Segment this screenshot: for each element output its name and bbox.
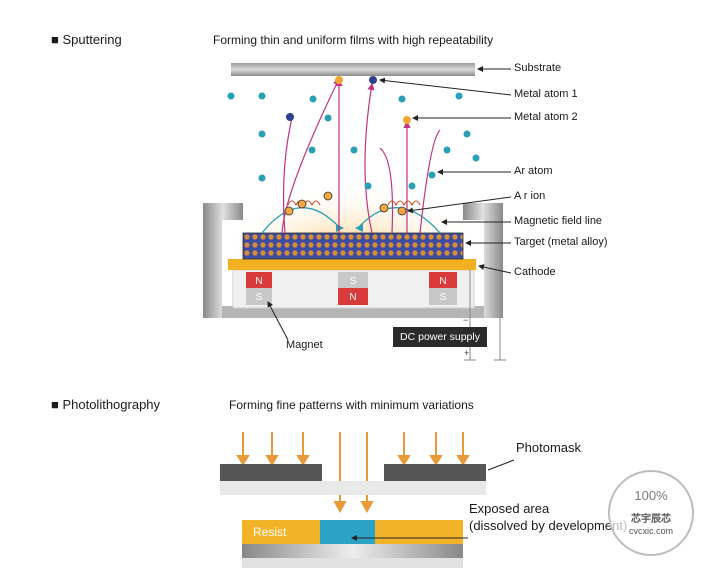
photolithography-heading: ■ Photolithography <box>51 397 161 412</box>
metal-atom-1-b <box>286 113 294 121</box>
magnet-right-bottom-pole: S <box>440 292 447 303</box>
polarity-plus: + <box>464 348 469 358</box>
cathode-plate <box>228 259 476 270</box>
label-magnetic-field-line: Magnetic field line <box>514 215 603 227</box>
watermark-chinese: 芯宇辰芯 <box>631 514 671 525</box>
ar-ions <box>284 191 407 216</box>
photomask-glass <box>220 481 486 495</box>
label-photomask: Photomask <box>516 440 582 455</box>
leader-lines <box>267 66 512 341</box>
sputtering-heading: ■ Sputtering <box>51 32 122 47</box>
magnet-right-top-pole: N <box>439 276 446 287</box>
label-metal-atom-1: Metal atom 1 <box>514 88 578 100</box>
watermark-percent: 100% <box>634 488 668 503</box>
photomask-left <box>220 464 322 481</box>
label-metal-atom-2: Metal atom 2 <box>514 111 578 123</box>
substrate-plate <box>231 63 475 76</box>
magnet-left-top-pole: N <box>255 276 262 287</box>
resist-right <box>375 520 463 544</box>
magnetic-field-line-right <box>357 207 441 234</box>
polarity-minus: − <box>463 315 468 325</box>
photomask-right <box>384 464 486 481</box>
magnet-center-top-pole: S <box>350 276 357 287</box>
wafer-layer <box>242 544 463 558</box>
magnet-left <box>246 272 272 305</box>
metal-atom-2 <box>335 76 343 84</box>
field-arrow-right <box>355 224 363 232</box>
atom-trajectories <box>281 77 441 234</box>
label-ar-ion: A r ion <box>514 190 546 202</box>
label-exposed-area: Exposed area <box>469 501 550 516</box>
watermark-url: cvcxic.com <box>628 526 673 536</box>
magnet-right <box>429 272 457 305</box>
dc-power-supply: DC power supply <box>393 327 487 347</box>
target-metal-alloy <box>242 232 464 260</box>
label-resist: Resist <box>253 525 287 539</box>
label-ar-atom: Ar atom <box>514 165 553 177</box>
ar-atoms <box>227 92 480 190</box>
ion-spiral-right <box>387 200 421 207</box>
photolithography-subtitle: Forming fine patterns with minimum varia… <box>229 398 474 412</box>
magnet-center-bottom-pole: N <box>349 292 356 303</box>
chamber-left-wall <box>203 203 243 318</box>
magnet-left-bottom-pole: S <box>256 292 263 303</box>
watermark-seal: 100% 芯宇辰芯 cvcxic.com <box>608 470 694 556</box>
resist-left <box>242 520 320 544</box>
exposed-area <box>320 520 375 544</box>
photomask-leader <box>487 459 515 471</box>
label-magnet: Magnet <box>286 339 323 351</box>
chamber-base <box>222 306 484 318</box>
label-cathode: Cathode <box>514 266 556 278</box>
wafer-base <box>242 558 463 568</box>
label-target: Target (metal alloy) <box>514 236 608 248</box>
metal-atom-1 <box>369 76 377 84</box>
magnet-center <box>338 272 368 305</box>
field-arrow-left <box>336 224 344 232</box>
label-substrate: Substrate <box>514 62 562 74</box>
sputtering-subtitle: Forming thin and uniform films with high… <box>213 33 494 47</box>
metal-atom-2-b <box>403 116 411 124</box>
label-exposed-area-note: (dissolved by development) <box>469 518 628 533</box>
chamber-right-wall <box>463 203 503 318</box>
